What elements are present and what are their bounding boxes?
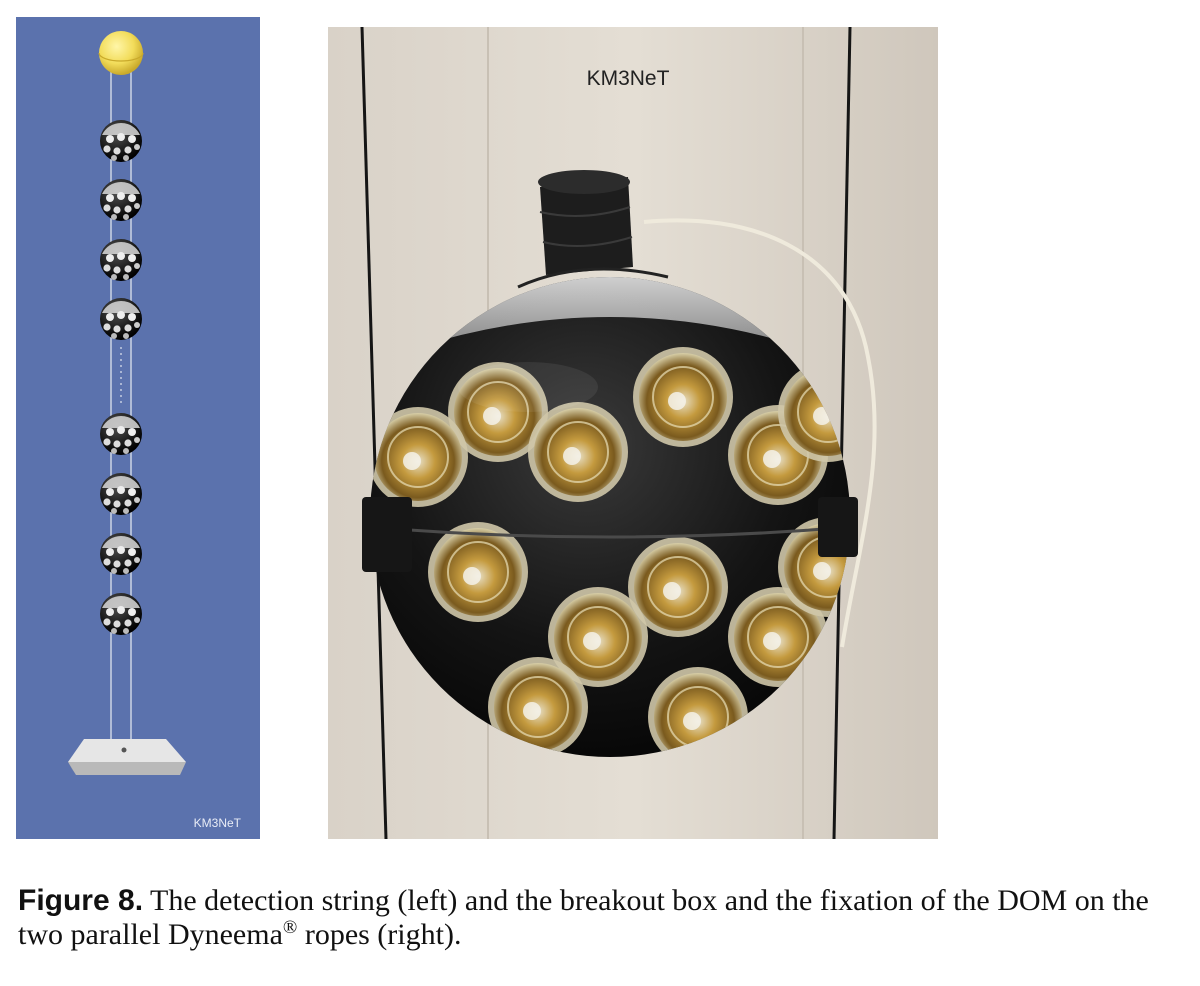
dom-4	[100, 298, 142, 340]
registered-mark: ®	[282, 917, 298, 938]
buoy	[98, 31, 144, 75]
dom-6	[100, 473, 142, 515]
dom-photograph: KM3NeT	[328, 27, 938, 839]
dom-1	[100, 120, 142, 162]
detection-string-illustration: KM3NeT	[16, 17, 260, 839]
breakout-box	[517, 170, 669, 289]
figure-label: Figure 8.	[18, 884, 144, 917]
dom-8	[100, 593, 142, 635]
caption-text-after: ropes (right).	[304, 918, 462, 951]
dom-7	[100, 533, 142, 575]
figure-caption: Figure 8. The detection string (left) an…	[18, 884, 1188, 952]
right-watermark: KM3NeT	[587, 67, 670, 90]
cable	[643, 218, 877, 648]
clamp-left	[362, 497, 412, 572]
dom-2	[100, 179, 142, 221]
dyneema-rope-right	[832, 27, 852, 839]
dom-3	[100, 239, 142, 281]
dyneema-rope-left	[360, 27, 388, 839]
left-watermark: KM3NeT	[194, 816, 242, 830]
caption-text-before: The detection string (left) and the brea…	[18, 884, 1149, 951]
dom-5	[100, 413, 142, 455]
anchor-base	[68, 739, 186, 775]
clamp-right	[818, 497, 858, 557]
